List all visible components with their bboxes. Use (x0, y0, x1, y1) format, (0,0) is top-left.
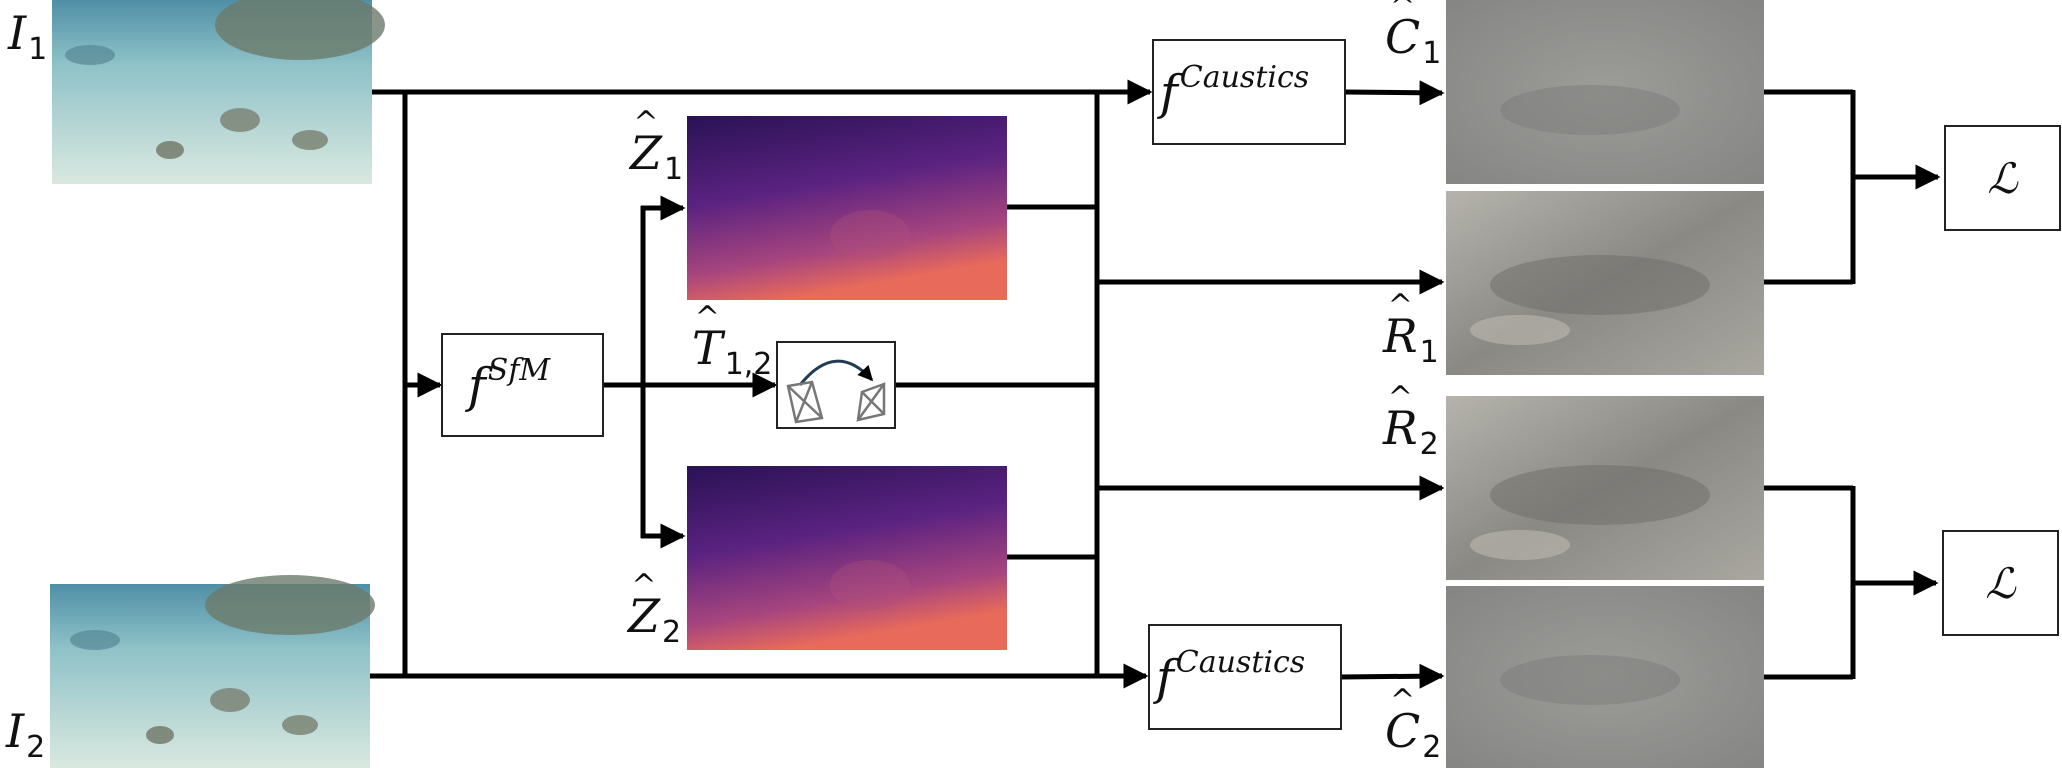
caustics-output-label-1: C1 (1385, 14, 1441, 69)
caustics-image-2 (1446, 586, 1764, 768)
pose-box (776, 341, 896, 429)
connections (370, 79, 1941, 689)
loss-box-bottom: ℒ (1942, 530, 2059, 636)
depth-map-2 (687, 466, 1007, 650)
reflectance-output-label-1: R1 (1383, 313, 1439, 368)
pose-label: T1,2 (692, 325, 772, 380)
caustics-output-label-2: C2 (1385, 708, 1441, 763)
caustics-box-bottom (1148, 624, 1342, 730)
sfm-label: fSfM (468, 353, 551, 414)
input-image-1 (52, 0, 385, 184)
camera-frustum-icon (786, 380, 886, 424)
caustics-box-top (1152, 39, 1346, 145)
depth-label-2: Z2 (628, 593, 681, 648)
sfm-box (441, 333, 604, 437)
depth-map-1 (687, 116, 1007, 300)
reflectance-output-label-2: R2 (1383, 405, 1439, 460)
depth-label-1: Z1 (630, 130, 683, 185)
input-image-2 (50, 575, 375, 768)
input-label-2: I2 (6, 704, 46, 765)
input-label-1: I1 (8, 6, 48, 67)
caustics-image-1 (1446, 0, 1764, 184)
reflectance-image-1 (1446, 191, 1764, 375)
loss-box-top: ℒ (1944, 125, 2061, 231)
caustics-label-bottom: fCaustics (1156, 645, 1306, 706)
caustics-label-top: fCaustics (1160, 60, 1310, 121)
reflectance-image-2 (1446, 396, 1764, 580)
